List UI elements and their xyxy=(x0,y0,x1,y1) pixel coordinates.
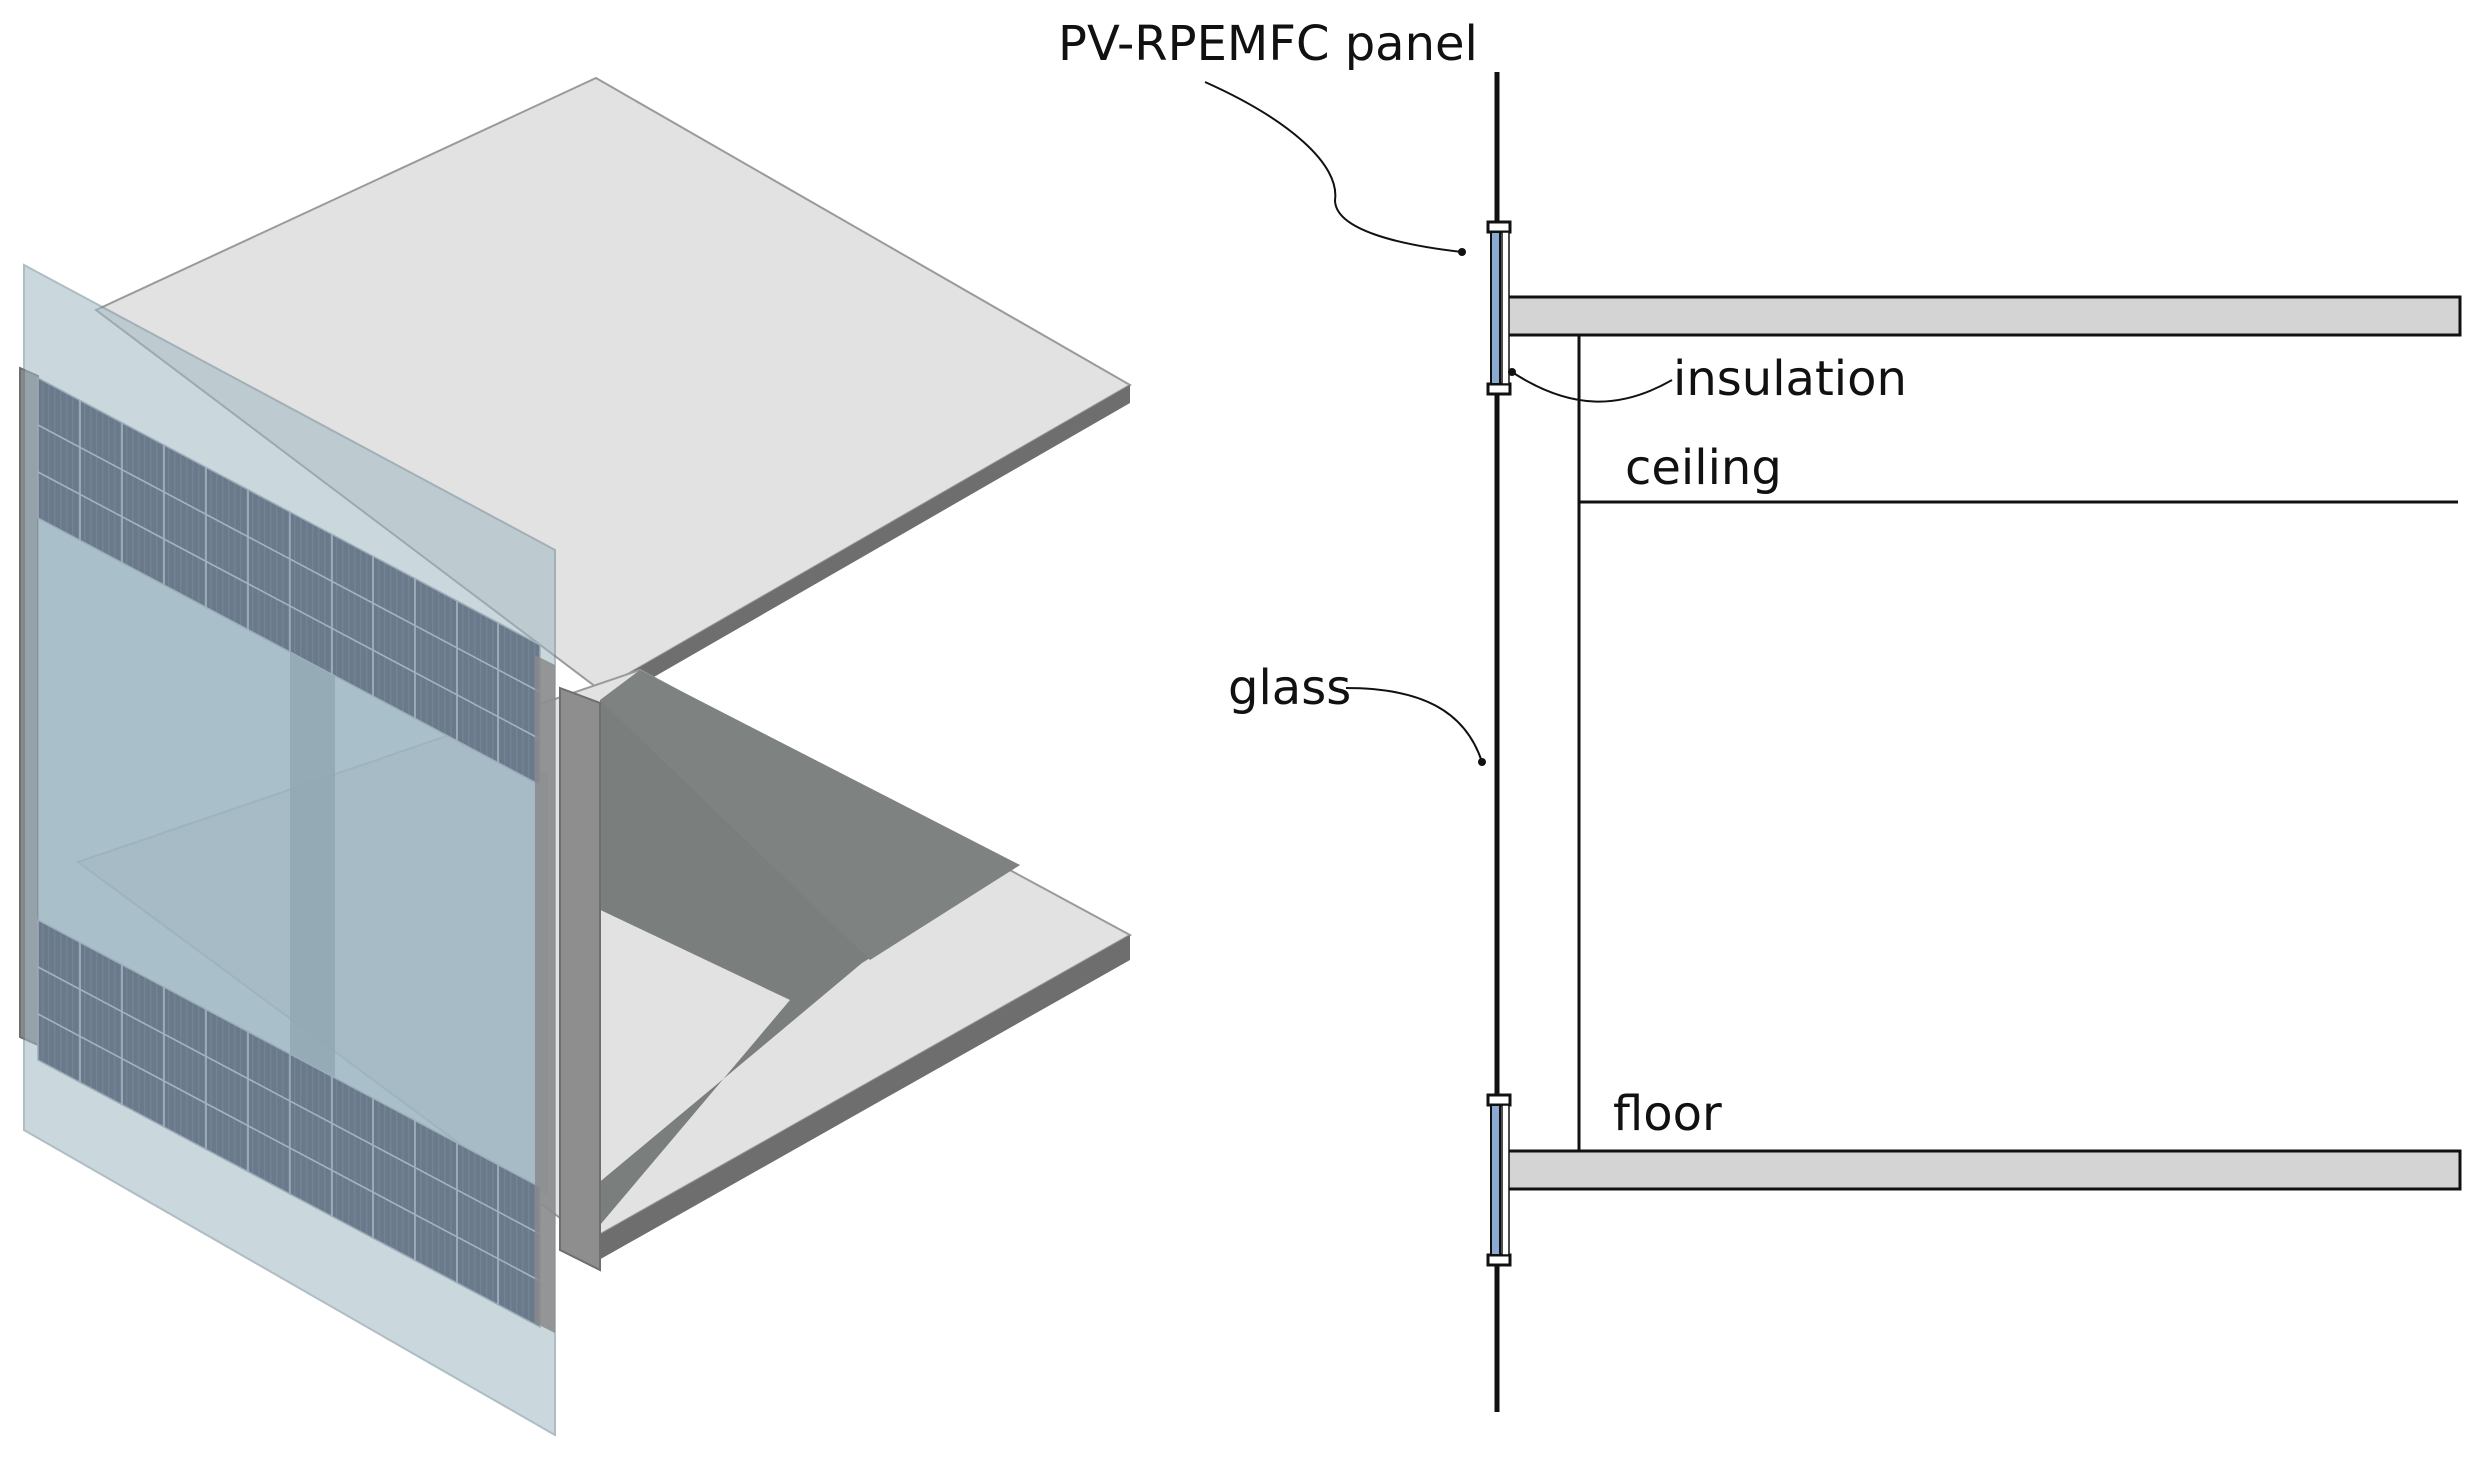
isometric-view xyxy=(19,76,1133,1437)
glass-leader-dot xyxy=(1478,758,1486,766)
outer-glass-pane xyxy=(23,263,556,1437)
lower-slab-front-edge xyxy=(590,935,1130,1265)
frame-column-right xyxy=(559,686,601,1272)
insulation-leader-line xyxy=(1511,371,1673,403)
ceiling-label: ceiling xyxy=(1625,440,1782,496)
floor-shadow-far xyxy=(600,670,1020,960)
section-lower-slab xyxy=(1506,1149,2462,1191)
panel-leader-dot xyxy=(1458,248,1466,256)
panel-leader-line xyxy=(1204,81,1463,253)
insulation-leader-dot xyxy=(1508,368,1516,376)
floor-label: floor xyxy=(1613,1086,1722,1142)
section-upper-slab xyxy=(1506,295,2462,337)
outer-glass-frame-right xyxy=(535,655,555,1333)
section-view xyxy=(1204,72,2462,1412)
glass-label: glass xyxy=(1228,660,1352,716)
section-pv-panel-lower xyxy=(1486,1093,1512,1267)
section-pv-panel-upper xyxy=(1486,220,1512,396)
glass-leader-line xyxy=(1345,687,1483,763)
panel-label: PV-RPEMFC panel xyxy=(1058,16,1478,72)
insulation-label: insulation xyxy=(1673,351,1907,407)
upper-slab-front-edge xyxy=(600,385,1130,708)
